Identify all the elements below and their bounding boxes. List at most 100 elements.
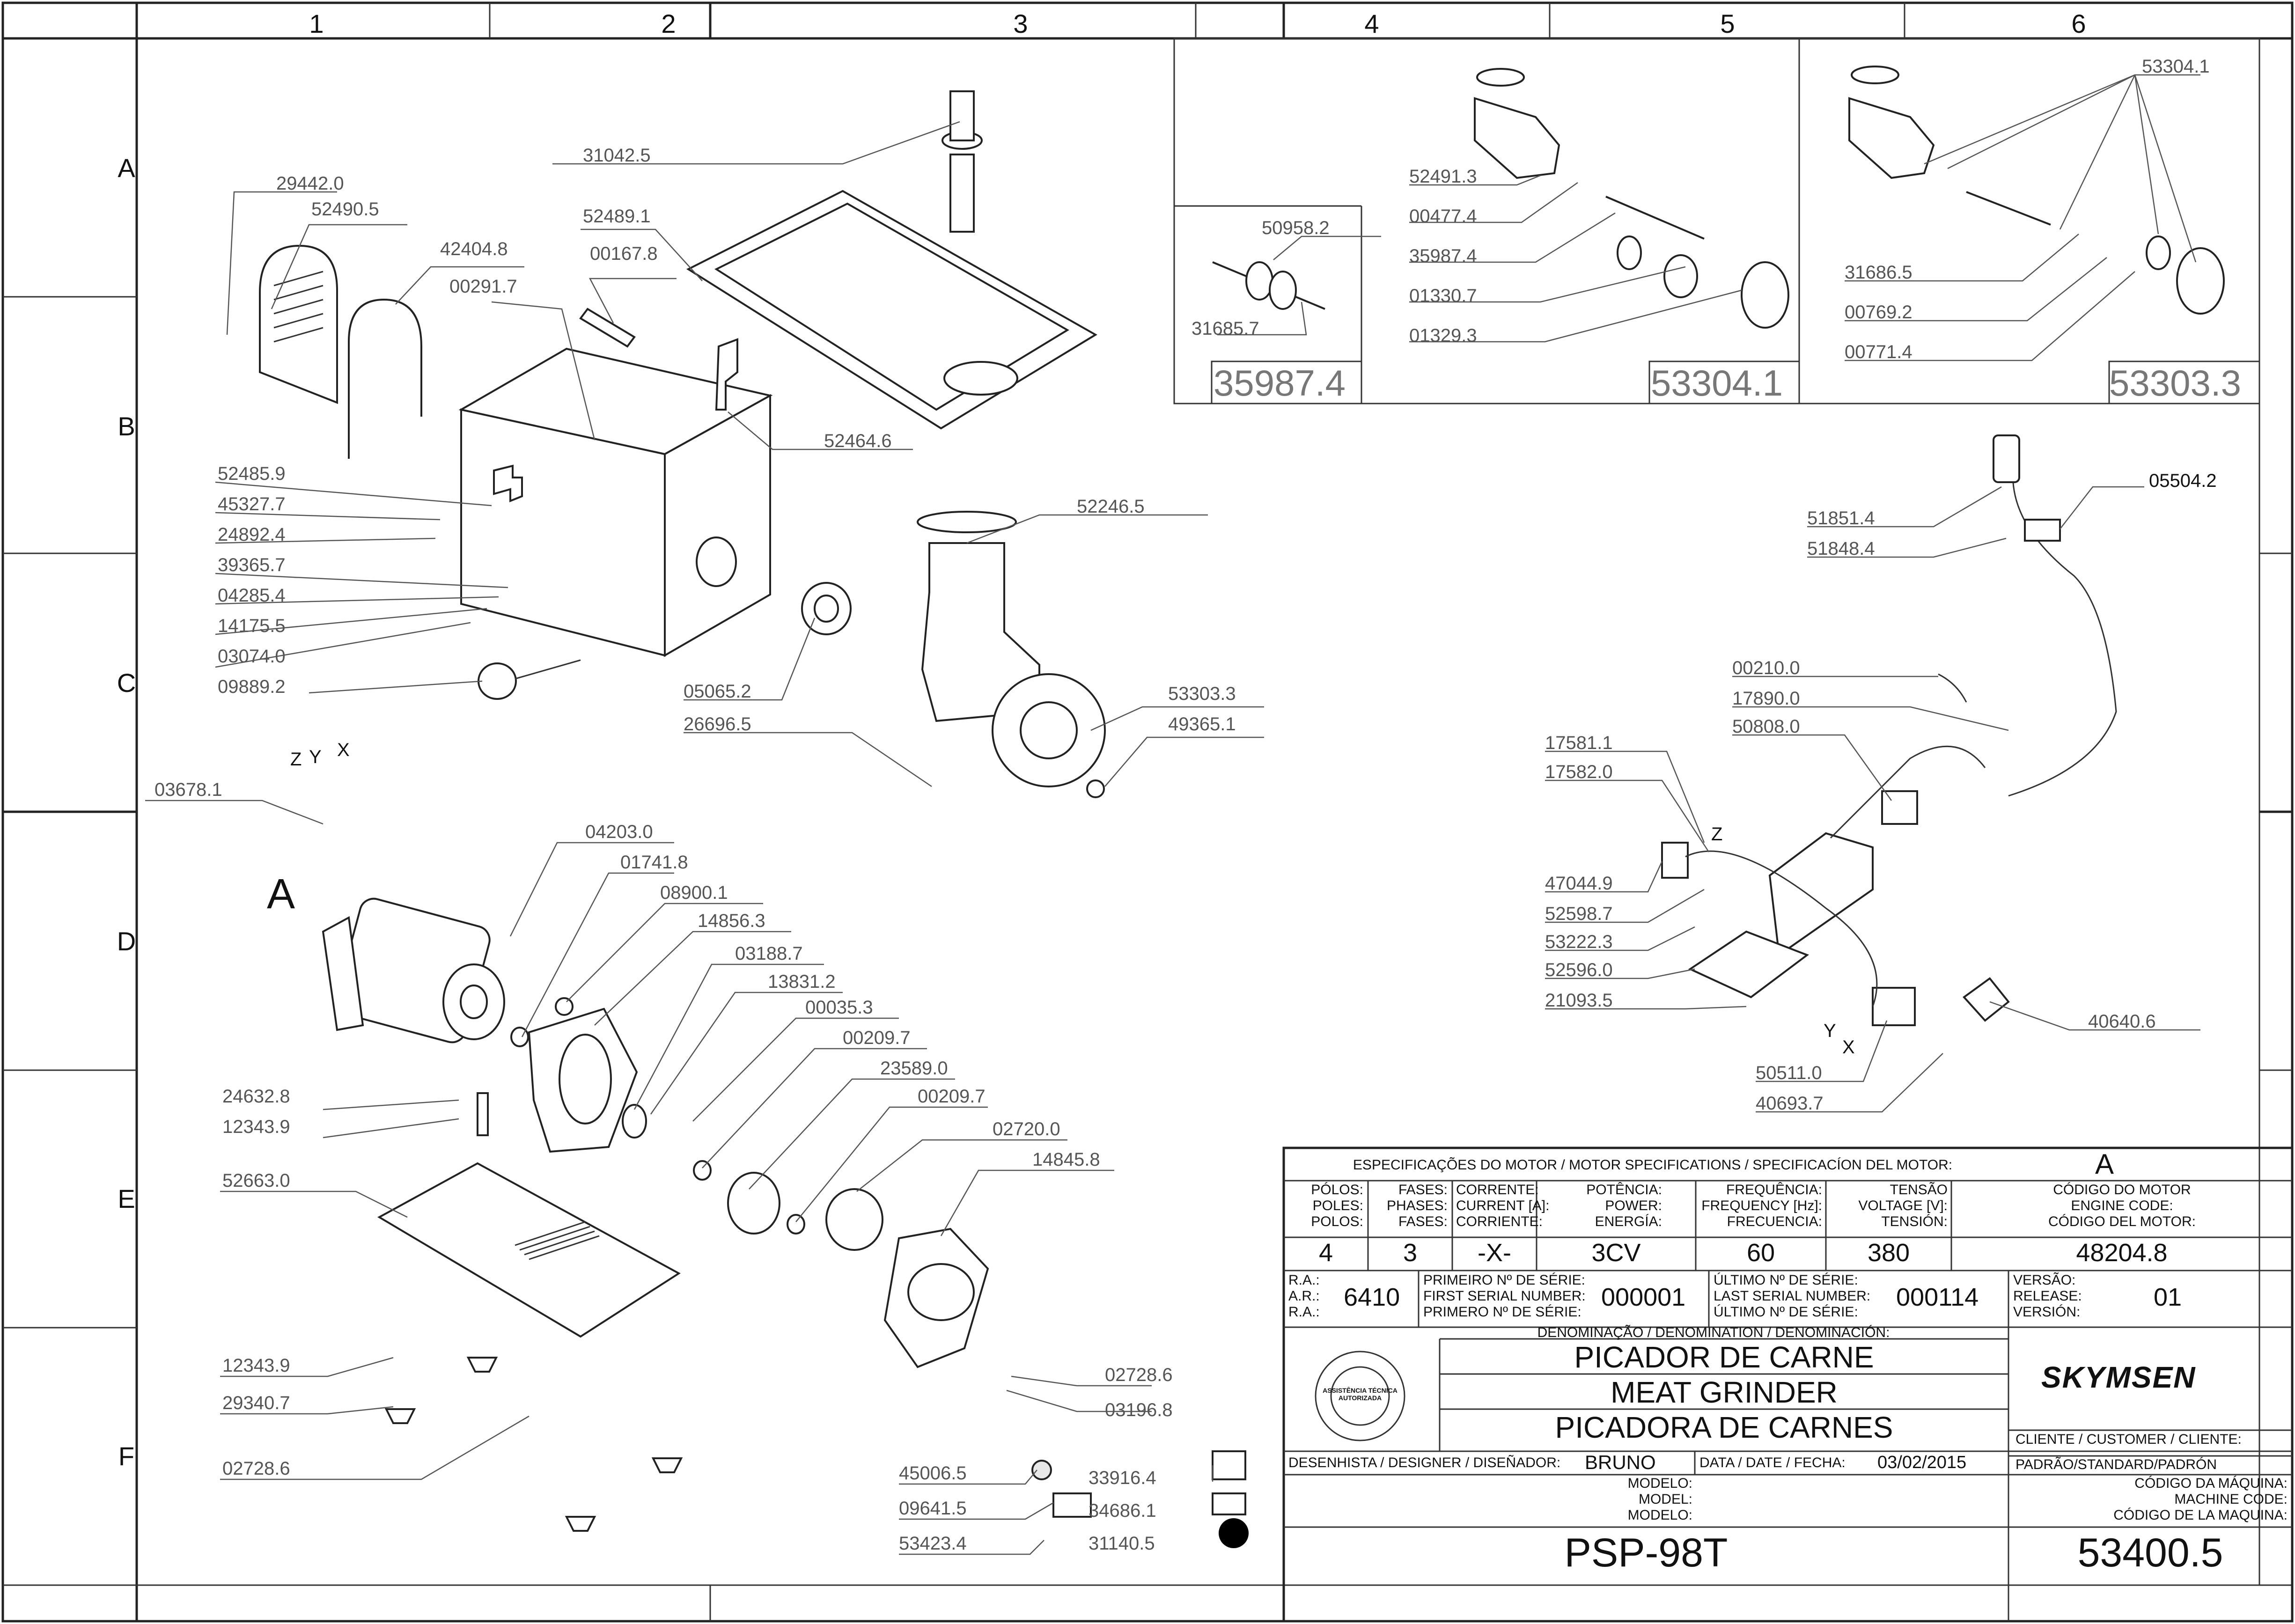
designer-value: BRUNO [1585, 1451, 1656, 1473]
part-label: 05065.2 [684, 681, 751, 702]
current-value: -X- [1478, 1239, 1511, 1267]
part-label: 42404.8 [440, 239, 508, 259]
part-label: 52596.0 [1545, 960, 1613, 980]
detail-labels: 50958.2 31685.7 35987.4 52491.3 00477.4 … [1192, 56, 2241, 404]
part-label: 52246.5 [1077, 496, 1145, 517]
part-label: 31685.7 [1192, 318, 1259, 339]
part-label: 51848.4 [1807, 538, 1875, 559]
wire-label-y: Y [309, 747, 322, 767]
part-label: 31686.5 [1845, 262, 1912, 283]
part-label: 34686.1 [1089, 1500, 1156, 1521]
part-label: 05504.2 [2149, 470, 2217, 491]
title-block-grid [1282, 1146, 2294, 1623]
part-labels-motor: 03678.1 04203.0 01741.8 08900.1 14856.3 … [154, 779, 1173, 1479]
part-label: 50808.0 [1732, 716, 1800, 737]
part-label: 50958.2 [1262, 218, 1330, 238]
part-label: 02720.0 [993, 1119, 1060, 1139]
part-label: 40693.7 [1756, 1093, 1824, 1114]
phases-value: 3 [1403, 1239, 1418, 1267]
detail-frames [1173, 37, 2260, 404]
part-label: 50511.0 [1756, 1063, 1822, 1083]
last-serial-value: 000114 [1896, 1283, 1979, 1311]
part-label: 53304.1 [2142, 56, 2210, 77]
part-label: 01741.8 [620, 852, 688, 873]
part-label: 00291.7 [449, 276, 517, 297]
ra-label: R.A.:A.R.:R.A.: [1288, 1272, 1320, 1320]
grid-labels: 1 2 3 4 5 6 A B C D E F [117, 9, 2086, 1471]
part-label: 03678.1 [154, 779, 222, 800]
part-label: 52489.1 [583, 206, 651, 227]
part-label: 23589.0 [880, 1058, 948, 1079]
client-label: CLIENTE / CUSTOMER / CLIENTE: [2015, 1432, 2242, 1447]
part-label: 03188.7 [735, 943, 803, 964]
part-label: 52663.0 [222, 1170, 290, 1191]
part-label: 14845.8 [1032, 1149, 1100, 1170]
part-label: 29442.0 [276, 173, 344, 194]
part-label: 40640.6 [2088, 1011, 2156, 1032]
motor-callout-letter: A [267, 871, 295, 918]
part-label: 12343.9 [222, 1355, 290, 1376]
wire-label-z: Z [1711, 824, 1722, 845]
part-label: 00167.8 [590, 243, 658, 264]
part-label: 51851.4 [1807, 508, 1875, 529]
part-label: 24632.8 [222, 1086, 290, 1107]
row-label: F [118, 1441, 134, 1471]
version-value: 01 [2154, 1283, 2182, 1311]
part-label: 01329.3 [1409, 325, 1477, 346]
voltage-value: 380 [1867, 1239, 1910, 1267]
part-label: 00771.4 [1845, 342, 1912, 362]
part-label: 00769.2 [1845, 302, 1912, 323]
detail-tag: 35987.4 [1214, 362, 1346, 404]
denomination-label: DENOMINAÇÃO / DENOMINATION / DENOMINACIÓ… [1537, 1325, 1890, 1340]
part-label: 01330.7 [1409, 286, 1477, 306]
motor-specs-title: ESPECIFICAÇÕES DO MOTOR / MOTOR SPECIFIC… [1353, 1157, 1953, 1173]
product-name-pt: PICADOR DE CARNE [1574, 1340, 1874, 1374]
part-label: 26696.5 [684, 714, 751, 735]
part-label: 53423.4 [899, 1533, 967, 1554]
motor-letter: A [2095, 1148, 2114, 1180]
part-label: 52491.3 [1409, 166, 1477, 187]
part-label: 09889.2 [218, 676, 286, 697]
wire-label-z: Z [290, 749, 302, 770]
col-label: 5 [1720, 9, 1735, 38]
part-labels-misc: 45006.5 09641.5 53423.4 33916.4 34686.1 … [899, 1463, 1156, 1554]
row-label: A [118, 153, 135, 183]
part-label: 17890.0 [1732, 688, 1800, 709]
part-label: 45327.7 [218, 494, 286, 514]
frequency-label: FREQUÊNCIA:FREQUENCY [Hz]:FRECUENCIA: [1701, 1182, 1822, 1229]
wire-label-x: X [337, 740, 350, 760]
product-name-en: MEAT GRINDER [1611, 1375, 1838, 1409]
col-label: 1 [309, 9, 324, 38]
first-serial-value: 000001 [1601, 1283, 1686, 1311]
poles-value: 4 [1318, 1239, 1333, 1267]
part-label: 00035.3 [805, 997, 873, 1018]
part-label: 04203.0 [585, 822, 653, 842]
power-value: 3CV [1591, 1239, 1641, 1267]
date-value: 03/02/2015 [1877, 1453, 1967, 1472]
part-label: 14856.3 [698, 911, 765, 931]
row-label: C [117, 668, 136, 698]
ra-value: 6410 [1344, 1283, 1400, 1311]
product-name-es: PICADORA DE CARNES [1555, 1411, 1893, 1444]
first-serial-label: PRIMEIRO Nº DE SÉRIE:FIRST SERIAL NUMBER… [1423, 1272, 1586, 1320]
version-label: VERSÃO:RELEASE:VERSIÓN: [2013, 1272, 2082, 1320]
current-label: CORRENTE:CURRENT [A]:CORRIENTE: [1456, 1182, 1550, 1229]
model-value: PSP-98T [1564, 1530, 1728, 1575]
frequency-value: 60 [1746, 1239, 1775, 1267]
row-label: D [117, 926, 136, 956]
part-label: 13831.2 [768, 971, 836, 992]
part-label: 33916.4 [1089, 1468, 1156, 1488]
part-label: 00209.7 [843, 1028, 911, 1048]
part-label: 52464.6 [824, 431, 892, 451]
part-label: 49365.1 [1168, 714, 1236, 735]
client-value: PADRÃO/STANDARD/PADRÓN [2015, 1457, 2217, 1472]
detail-drawings [1212, 66, 2225, 329]
part-label: 03074.0 [218, 646, 286, 667]
part-label: 52598.7 [1545, 904, 1613, 924]
part-labels-main: 29442.0 52490.5 42404.8 00291.7 00167.8 … [218, 145, 1236, 735]
part-label: 04285.4 [218, 585, 286, 606]
row-label: B [118, 412, 135, 441]
col-label: 6 [2071, 9, 2086, 38]
